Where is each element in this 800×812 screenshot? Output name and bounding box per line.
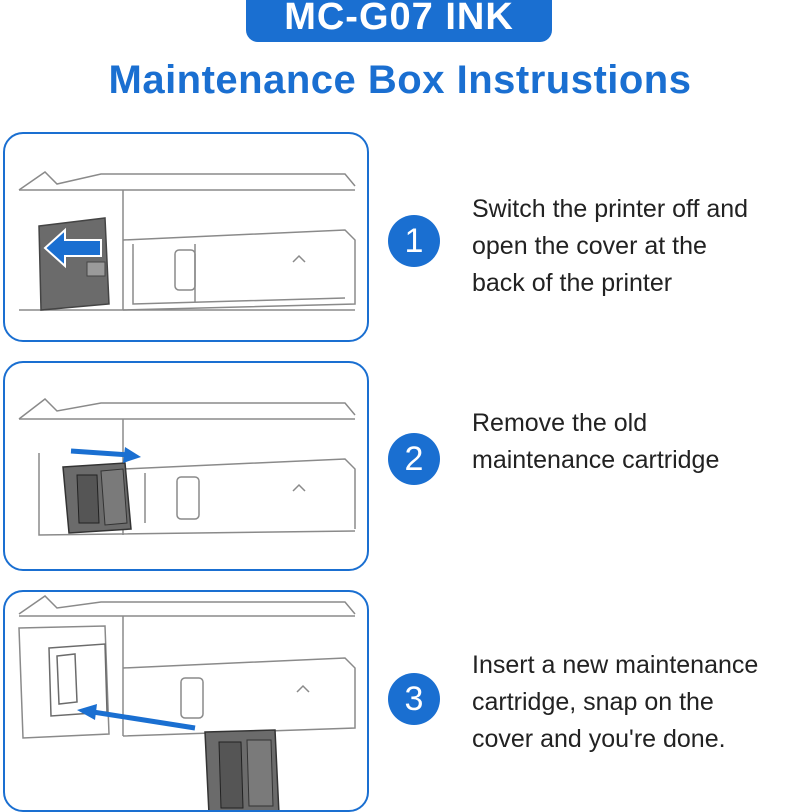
old-cartridge: [62, 462, 132, 534]
step-3-text: Insert a new maintenance cartridge, snap…: [472, 647, 800, 758]
step-1-text: Switch the printer off and open the cove…: [472, 191, 800, 302]
step-2-line-2: maintenance cartridge: [472, 446, 720, 474]
open-cover-outline: [48, 643, 108, 717]
step-1-number: 1: [388, 215, 440, 267]
step-3-number: 3: [388, 673, 440, 725]
remove-arrow-icon: [70, 447, 141, 463]
step-3-line-1: Insert a new maintenance: [472, 651, 759, 679]
step-1-line-2: open the cover at the: [472, 232, 707, 260]
step-3-line-3: cover and you're done.: [472, 725, 726, 753]
step-3-illustration: [3, 590, 369, 812]
step-1-line-1: Switch the printer off and: [472, 195, 749, 223]
step-2-number: 2: [388, 433, 440, 485]
insert-arrow-icon: [77, 704, 196, 731]
open-cover-panel: [38, 217, 110, 311]
product-badge-text: MC-G07 INK: [284, 0, 514, 38]
step-1-illustration: [3, 132, 369, 342]
step-2-illustration: [3, 361, 369, 571]
step-2-line-1: Remove the old: [472, 409, 648, 437]
product-badge: MC-G07 INK: [246, 0, 552, 42]
step-1-line-3: back of the printer: [472, 269, 673, 297]
step-3-line-2: cartridge, snap on the: [472, 688, 714, 716]
step-2-text: Remove the old maintenance cartridge: [472, 405, 800, 479]
page-title: Maintenance Box Instrustions: [108, 58, 692, 102]
new-cartridge: [204, 729, 280, 810]
open-arrow-icon: [43, 227, 102, 269]
